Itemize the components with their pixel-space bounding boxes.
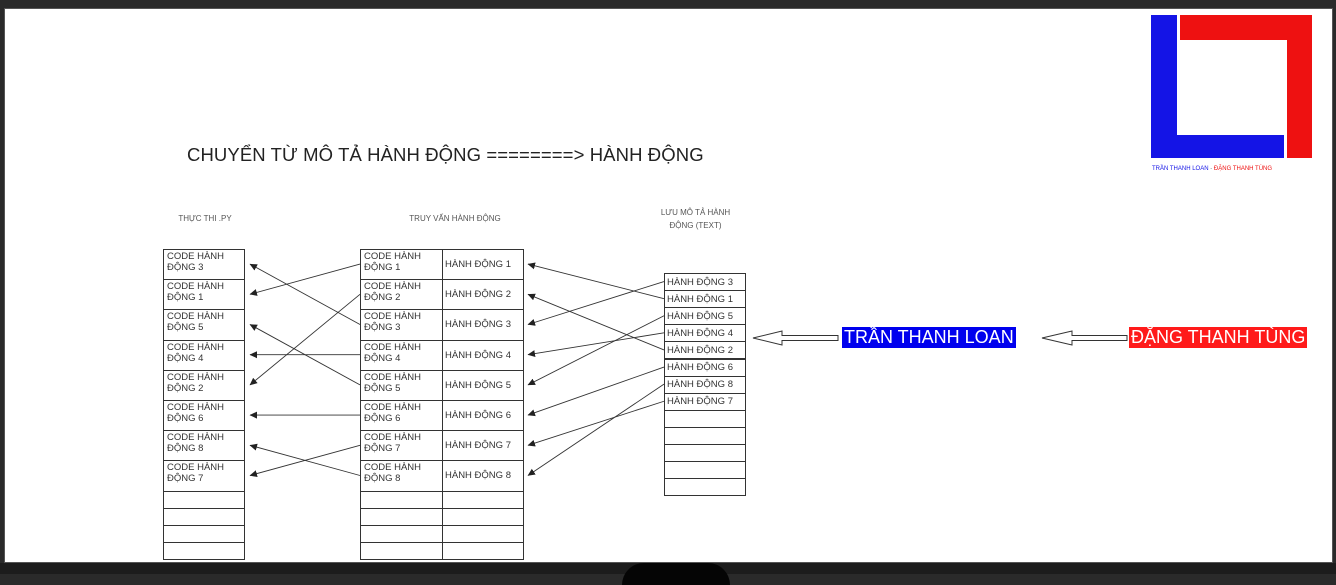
- exec-empty-row: [163, 541, 245, 560]
- logo-caption: TRẦN THANH LOAN - ĐẶNG THANH TÙNG: [1152, 166, 1272, 172]
- arrow-store-to-query: [527, 293, 665, 351]
- exec-row: CODE HÀNH ĐỘNG 7: [163, 460, 245, 492]
- arrow-store-to-query: [527, 281, 665, 326]
- exec-column-header: THỰC THI .PY: [178, 214, 232, 223]
- logo: [1151, 15, 1312, 158]
- arrow-query-to-exec: [249, 324, 361, 386]
- arrow-store-to-query: [527, 332, 665, 358]
- store-column-header: LƯU MÔ TẢ HÀNH ĐỘNG (TEXT): [660, 208, 731, 230]
- query-column-header: TRUY VẤN HÀNH ĐỘNG: [409, 214, 501, 223]
- logo-red-bracket: [1180, 15, 1312, 158]
- query-action-cell: HÀNH ĐỘNG 2: [442, 279, 524, 311]
- logo-caption-loan: TRẦN THANH LOAN: [1152, 166, 1209, 172]
- exec-row: CODE HÀNH ĐỘNG 4: [163, 339, 245, 371]
- arrow-query-to-exec: [249, 443, 361, 476]
- page-title: CHUYỂN TỪ MÔ TẢ HÀNH ĐỘNG ========> HÀNH…: [187, 144, 704, 165]
- query-code-cell: CODE HÀNH ĐỘNG 4: [360, 339, 443, 371]
- exec-row: CODE HÀNH ĐỘNG 8: [163, 430, 245, 462]
- arrow-store-to-query: [527, 262, 665, 300]
- query-empty-cell: [442, 541, 524, 560]
- arrow-store-to-query: [527, 315, 665, 386]
- query-action-cell: HÀNH ĐỘNG 3: [442, 309, 524, 341]
- label-tran-thanh-loan: TRẦN THANH LOAN: [842, 327, 1016, 348]
- arrow-store-to-query: [527, 400, 665, 447]
- exec-row: CODE HÀNH ĐỘNG 2: [163, 369, 245, 401]
- arrow-store-to-query: [527, 366, 665, 417]
- exec-row: CODE HÀNH ĐỘNG 3: [163, 249, 245, 281]
- logo-caption-tung: ĐẶNG THANH TÙNG: [1213, 166, 1273, 172]
- query-code-cell: CODE HÀNH ĐỘNG 5: [360, 369, 443, 401]
- hollow-arrow-loan-to-store: [752, 330, 839, 346]
- hollow-arrow-tung-to-loan: [1041, 330, 1128, 346]
- store-empty-row: [664, 478, 746, 497]
- arrow-store-to-query: [527, 383, 665, 476]
- arrow-query-to-exec: [249, 263, 361, 325]
- label-dang-thanh-tung: ĐẶNG THANH TÙNG: [1129, 327, 1308, 348]
- arrow-query-to-exec: [249, 293, 361, 386]
- logo-caption-separator: -: [1208, 166, 1214, 172]
- exec-row: CODE HÀNH ĐỘNG 6: [163, 400, 245, 432]
- logo-blue-bracket: [1151, 15, 1284, 158]
- arrow-query-to-exec: [249, 263, 361, 296]
